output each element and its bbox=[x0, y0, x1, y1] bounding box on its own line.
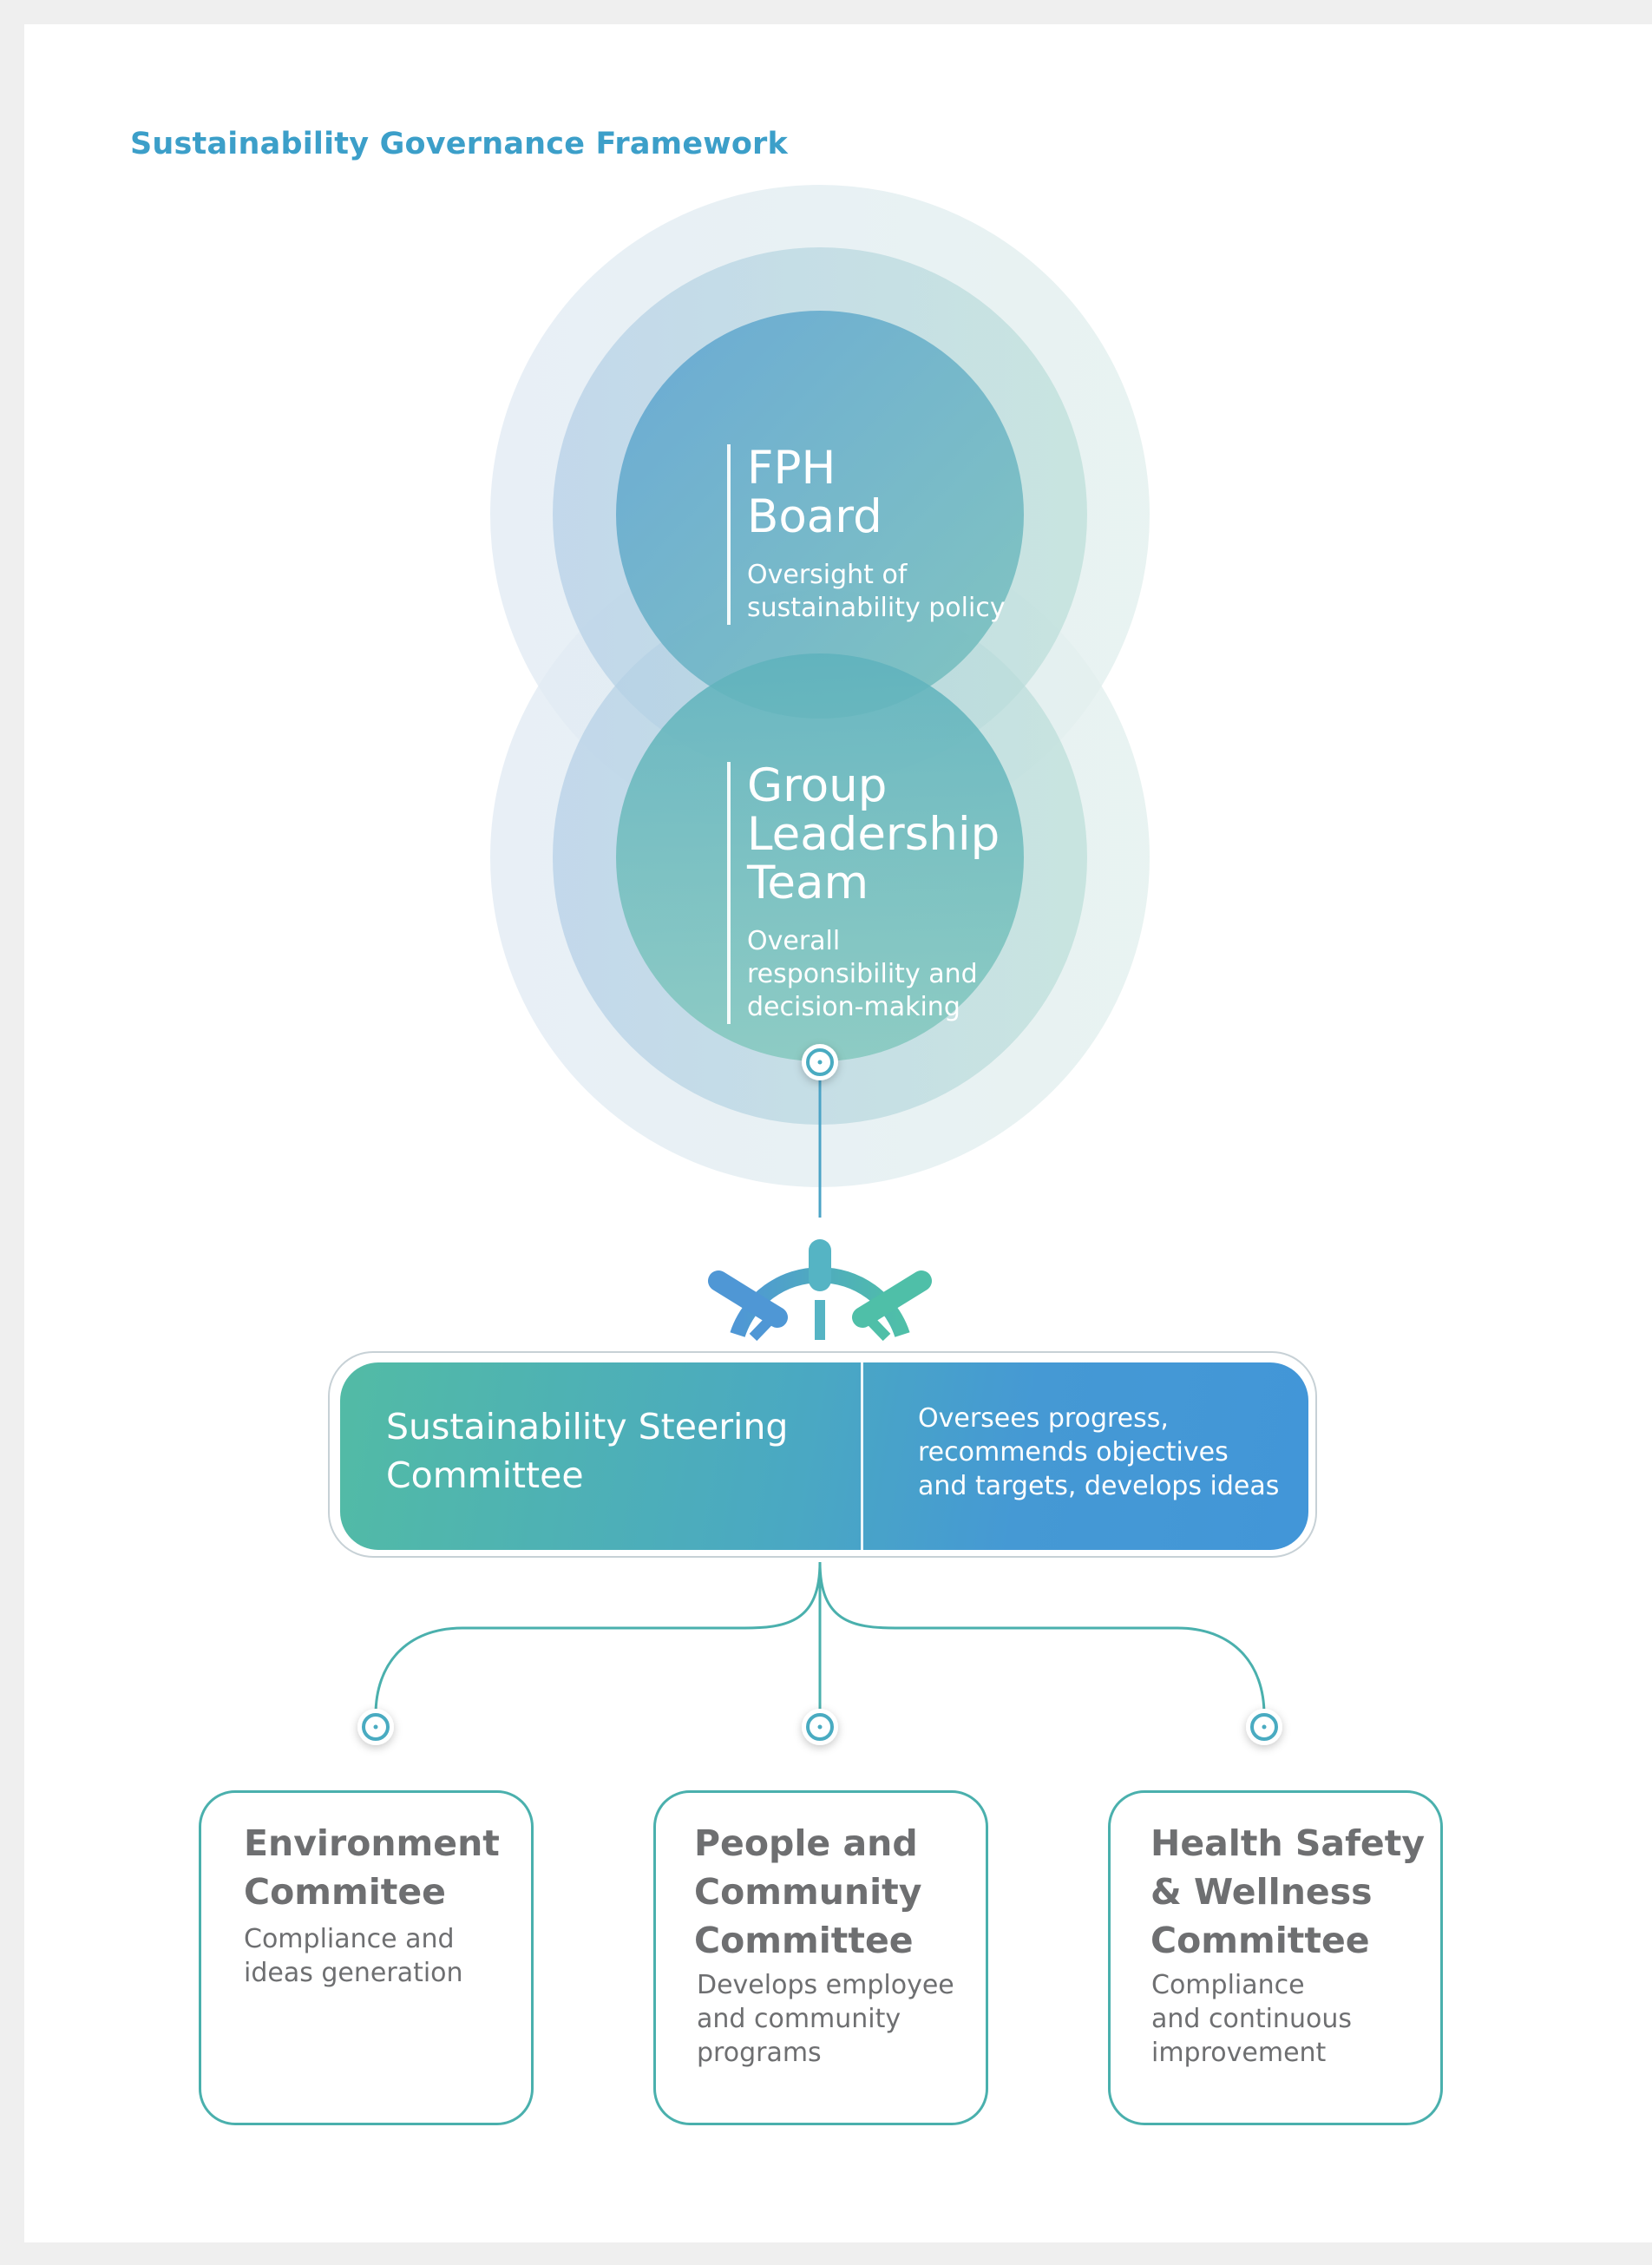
steering-description-line: and targets, develops ideas bbox=[918, 1471, 1280, 1501]
board-label: FPH Board Oversight of sustainability po… bbox=[727, 444, 1006, 625]
committee-title-line: Commitee bbox=[244, 1871, 446, 1913]
committee-title-line: Committee bbox=[694, 1920, 914, 1961]
leadership-label: Group Leadership Team Overall responsibi… bbox=[727, 762, 1000, 1024]
people-community-committee-box bbox=[653, 1790, 988, 2125]
ship-wheel-icon bbox=[708, 1239, 932, 1342]
board-description-line: sustainability policy bbox=[747, 593, 1006, 623]
committee-description-line: Develops employee bbox=[697, 1970, 954, 2000]
steering-committee-title: Sustainability Steering Committee bbox=[386, 1402, 788, 1500]
committee-description-line: ideas generation bbox=[244, 1958, 463, 1988]
committee-description-line: Compliance bbox=[1151, 1970, 1305, 2000]
leadership-description-line: Overall bbox=[747, 926, 841, 956]
environment-committee-box bbox=[199, 1790, 534, 2125]
connector-node-icon bbox=[1246, 1709, 1282, 1745]
connector-node-icon bbox=[802, 1709, 838, 1745]
committee-title-line: People and bbox=[694, 1822, 918, 1864]
connector-node-icon bbox=[802, 1044, 838, 1080]
steering-title-line: Committee bbox=[386, 1454, 584, 1496]
leadership-description: Overall responsibility and decision-maki… bbox=[747, 925, 1000, 1024]
leadership-description-line: responsibility and bbox=[747, 959, 978, 989]
board-description: Oversight of sustainability policy bbox=[747, 559, 1006, 625]
committee-title-line: Environment bbox=[244, 1822, 500, 1864]
people-community-committee-description: Develops employee and community programs bbox=[697, 1968, 954, 2070]
health-safety-wellness-committee-title: Health Safety & Wellness Committee bbox=[1150, 1819, 1425, 1965]
leadership-heading-line: Group bbox=[747, 759, 888, 812]
connector-node-icon bbox=[357, 1709, 394, 1745]
steering-committee-box bbox=[340, 1362, 1308, 1550]
steering-description-line: Oversees progress, bbox=[918, 1403, 1169, 1434]
committee-description-line: Compliance and bbox=[244, 1924, 455, 1954]
board-description-line: Oversight of bbox=[747, 560, 908, 590]
board-heading-line: FPH bbox=[747, 442, 836, 495]
page-title: Sustainability Governance Framework bbox=[130, 127, 788, 161]
environment-committee-title: Environment Commitee bbox=[244, 1819, 500, 1916]
committee-title-line: Committee bbox=[1150, 1920, 1370, 1961]
health-safety-wellness-committee-description: Compliance and continuous improvement bbox=[1151, 1968, 1352, 2070]
leadership-description-line: decision-making bbox=[747, 992, 960, 1022]
steering-title-line: Sustainability Steering bbox=[386, 1406, 789, 1448]
steering-description-line: recommends objectives bbox=[918, 1437, 1229, 1467]
committee-description-line: and community bbox=[697, 2004, 901, 2034]
health-safety-wellness-committee-box bbox=[1108, 1790, 1443, 2125]
committee-description-line: and continuous bbox=[1151, 2004, 1352, 2034]
committee-description-line: programs bbox=[697, 2038, 822, 2068]
leadership-heading-line: Team bbox=[747, 857, 869, 909]
environment-committee-description: Compliance and ideas generation bbox=[244, 1922, 463, 1990]
branch-connectors bbox=[374, 1561, 1266, 1716]
committee-title-line: Health Safety bbox=[1150, 1822, 1426, 1864]
committee-title-line: & Wellness bbox=[1150, 1871, 1373, 1913]
steering-committee-description: Oversees progress, recommends objectives… bbox=[918, 1402, 1279, 1503]
board-heading-line: Board bbox=[747, 490, 882, 543]
board-circle bbox=[616, 311, 1024, 719]
people-community-committee-title: People and Community Committee bbox=[694, 1819, 921, 1965]
committee-description-line: improvement bbox=[1151, 2038, 1327, 2068]
leadership-heading-line: Leadership bbox=[747, 808, 1000, 861]
committee-title-line: Community bbox=[694, 1871, 922, 1913]
diagram-graphics bbox=[357, 185, 1282, 1745]
steering-divider bbox=[861, 1362, 863, 1550]
page: Sustainability Governance Framework FPH … bbox=[24, 24, 1652, 2242]
leadership-circle bbox=[616, 653, 1024, 1061]
